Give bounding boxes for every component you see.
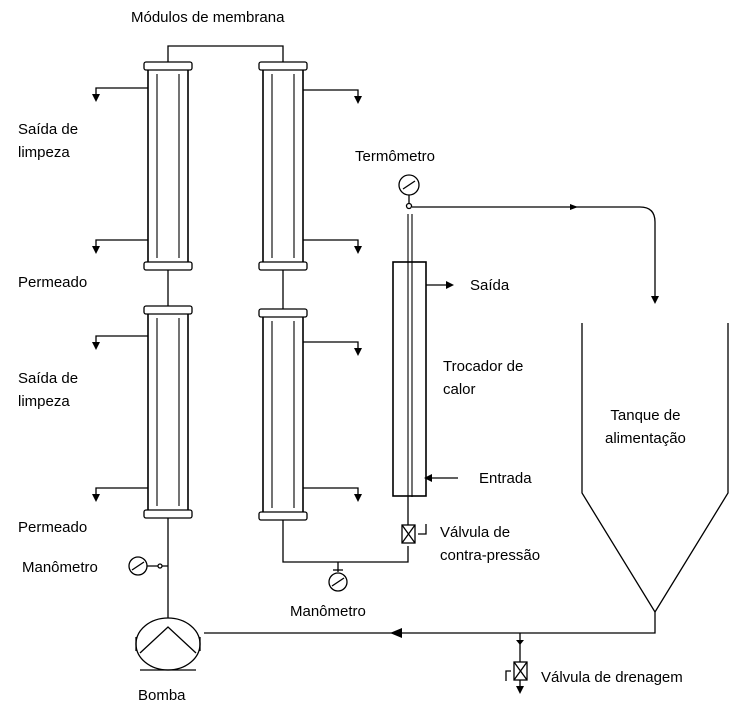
thermometer bbox=[398, 174, 420, 210]
module-to-valve-line bbox=[282, 520, 409, 563]
feed-tank bbox=[581, 323, 729, 614]
drain-valve bbox=[505, 633, 528, 694]
membrane-module-upper-left bbox=[143, 61, 193, 271]
thermometer-label: Termômetro bbox=[355, 148, 436, 165]
drain-valve-label: Válvula de drenagem bbox=[541, 669, 683, 686]
permeate-label-lower: Permeado bbox=[18, 519, 88, 536]
membrane-module-lower-right bbox=[258, 308, 308, 521]
back-pressure-valve bbox=[401, 497, 427, 544]
feed-tank-label-line1: Tanque de bbox=[610, 407, 681, 424]
pump-flow-arrow bbox=[390, 628, 402, 638]
heat-exchanger-label-line1: Trocador de bbox=[443, 358, 524, 375]
manometer-gauge-left bbox=[128, 556, 168, 576]
manometer-label-left: Manômetro bbox=[22, 559, 98, 576]
membrane-modules-label: Módulos de membrana bbox=[131, 9, 285, 26]
top-connector-line bbox=[167, 45, 284, 64]
manometer-gauge-lower bbox=[328, 562, 348, 592]
flow-direction-arrow bbox=[570, 204, 578, 210]
heat-exchanger-label-line2: calor bbox=[443, 381, 476, 398]
membrane-module-upper-right bbox=[258, 61, 308, 271]
heat-exchanger-label: Trocador de calor bbox=[443, 355, 523, 401]
heat-exchanger bbox=[392, 214, 458, 497]
feed-tank-label-line2: alimentação bbox=[605, 430, 686, 447]
cleaning-outlet-lower-line1: Saída de bbox=[18, 370, 79, 387]
cleaning-outlet-label-lower: Saída de limpeza bbox=[18, 367, 78, 413]
right-side-outlets bbox=[303, 89, 362, 502]
return-line-to-tank bbox=[412, 206, 659, 304]
heat-exchanger-outlet-label: Saída bbox=[470, 277, 510, 294]
permeate-label-upper: Permeado bbox=[18, 274, 88, 291]
feed-tank-label: Tanque de alimentação bbox=[605, 404, 686, 450]
membrane-module-lower-left bbox=[143, 305, 193, 519]
back-pressure-valve-label-line1: Válvula de bbox=[440, 524, 511, 541]
cleaning-outlet-lower-line2: limpeza bbox=[18, 393, 70, 410]
back-pressure-valve-label: Válvula de contra-pressão bbox=[440, 521, 540, 567]
cleaning-outlet-upper-line1: Saída de bbox=[18, 121, 79, 138]
back-pressure-valve-label-line2: contra-pressão bbox=[440, 547, 541, 564]
pump bbox=[135, 518, 201, 671]
left-side-outlets bbox=[92, 87, 148, 502]
tank-to-pump-line bbox=[204, 612, 656, 634]
manometer-label-lower: Manômetro bbox=[290, 603, 366, 620]
cleaning-outlet-label-upper: Saída de limpeza bbox=[18, 118, 78, 164]
cleaning-outlet-upper-line2: limpeza bbox=[18, 144, 70, 161]
pump-label: Bomba bbox=[138, 687, 186, 704]
heat-exchanger-inlet-label: Entrada bbox=[479, 470, 532, 487]
